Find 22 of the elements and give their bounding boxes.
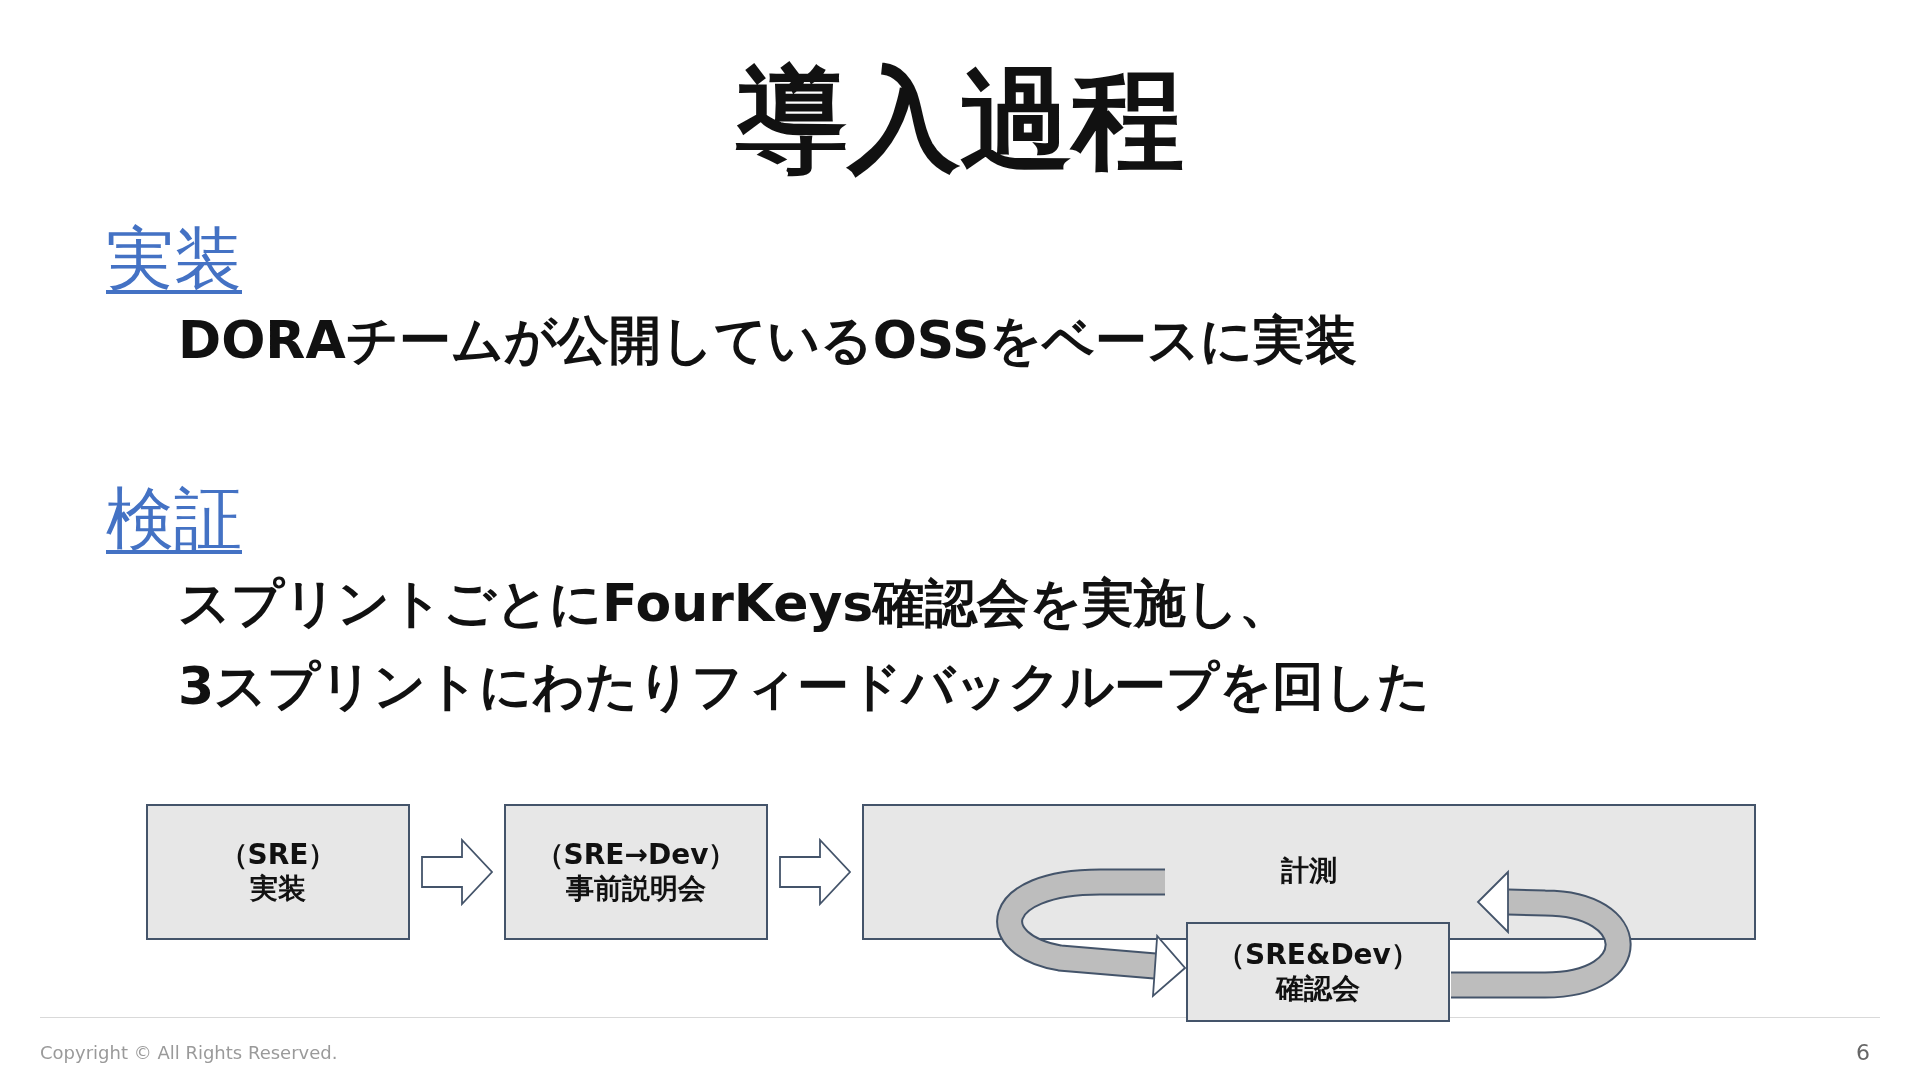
block-arrow (779, 837, 852, 907)
curved-arrow (1451, 869, 1632, 999)
process-box (1186, 922, 1450, 1022)
box-label: 確認会 (1276, 972, 1360, 1006)
slide-title: 導入過程 (736, 58, 1184, 182)
box-label: 事前説明会 (566, 872, 706, 906)
process-box (146, 804, 410, 940)
section-heading: 実装 (106, 222, 242, 297)
box-label: 実装 (250, 872, 306, 906)
box-label: 計測 (1281, 854, 1337, 888)
curved-arrow (996, 868, 1187, 998)
box-label: （SRE&Dev） (1217, 938, 1419, 972)
box-label: （SRE） (219, 838, 337, 872)
page-number: 6 (1856, 1040, 1870, 1065)
block-arrow (421, 837, 494, 907)
body-text: DORAチームが公開しているOSSをベースに実装 (178, 312, 1358, 370)
body-text: 3スプリントにわたりフィードバックループを回した (178, 658, 1431, 716)
box-label: （SRE→Dev） (535, 838, 737, 872)
section-heading: 検証 (106, 482, 242, 557)
process-box (504, 804, 768, 940)
copyright-text: Copyright © All Rights Reserved. (40, 1042, 338, 1063)
body-text: スプリントごとにFourKeys確認会を実施し、 (178, 575, 1292, 633)
